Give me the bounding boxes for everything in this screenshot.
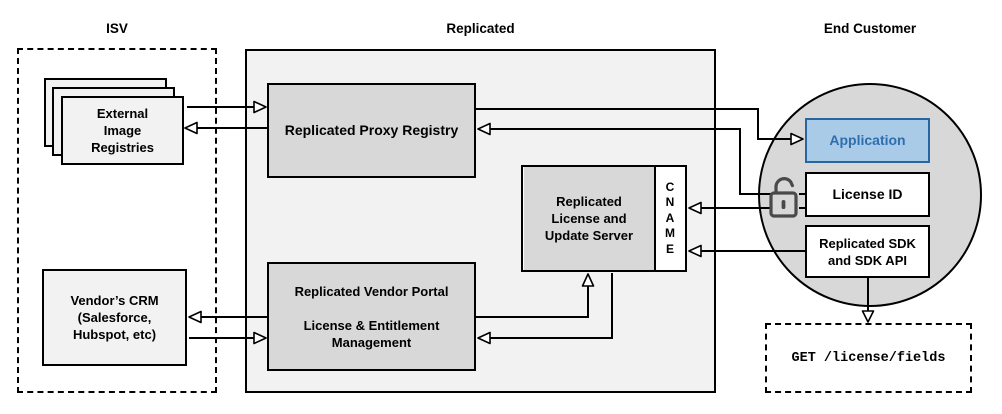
replicated-sdk-label: Replicated SDK and SDK API (819, 235, 916, 268)
api-request-label: GET /license/fields (791, 350, 946, 366)
section-header-isv: ISV (106, 21, 128, 36)
section-header-replicated: Replicated (446, 21, 515, 36)
replicated-proxy-registry-node: Replicated Proxy Registry (267, 83, 476, 178)
license-id-label: License ID (832, 186, 903, 202)
vendors-crm-node: Vendor’s CRM (Salesforce, Hubspot, etc) (42, 269, 187, 366)
license-update-server-label: Replicated License and Update Server (544, 194, 634, 243)
replicated-license-update-server-node: Replicated License and Update Server CNA… (521, 165, 687, 272)
replicated-sdk-node: Replicated SDK and SDK API (805, 225, 930, 278)
replicated-proxy-registry-label: Replicated Proxy Registry (284, 122, 459, 138)
cname-strip: CNAME (656, 167, 684, 270)
application-node: Application (805, 118, 930, 163)
api-request-node: GET /license/fields (765, 323, 972, 393)
license-update-server-body: Replicated License and Update Server (524, 167, 656, 270)
external-image-registries-label: External Image Registries (91, 106, 154, 155)
vendors-crm-label: Vendor’s CRM (Salesforce, Hubspot, etc) (70, 293, 159, 342)
external-image-registries-node: External Image Registries (61, 96, 184, 165)
application-label: Application (829, 132, 906, 148)
replicated-vendor-portal-node: Replicated Vendor Portal License & Entit… (267, 262, 476, 371)
cname-label: CNAME (665, 179, 675, 256)
section-header-end-customer: End Customer (823, 21, 917, 36)
replicated-vendor-portal-label: Replicated Vendor Portal License & Entit… (294, 283, 449, 350)
license-id-node: License ID (805, 172, 930, 217)
